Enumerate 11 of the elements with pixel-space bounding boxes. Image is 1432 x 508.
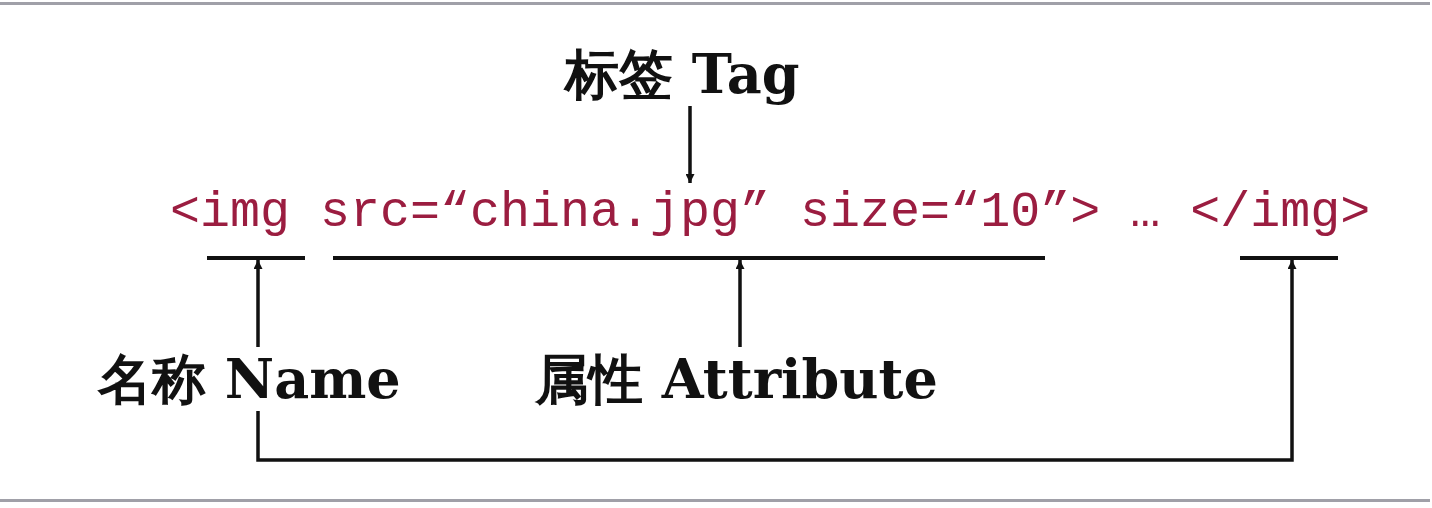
arrow [253,260,263,347]
arrow [685,106,695,183]
annotation-label: 标签 Tag [565,42,800,106]
code-text: <img src=“china.jpg” size=“10”> … </img> [170,183,1371,243]
underline-bar [1240,256,1338,260]
annotation-label: 名称 Name [98,347,401,411]
annotation-label: 属性 Attribute [535,347,938,411]
underline-bar [333,256,1045,260]
arrow [735,260,745,347]
arrow [256,260,1297,462]
underline-bar [207,256,305,260]
